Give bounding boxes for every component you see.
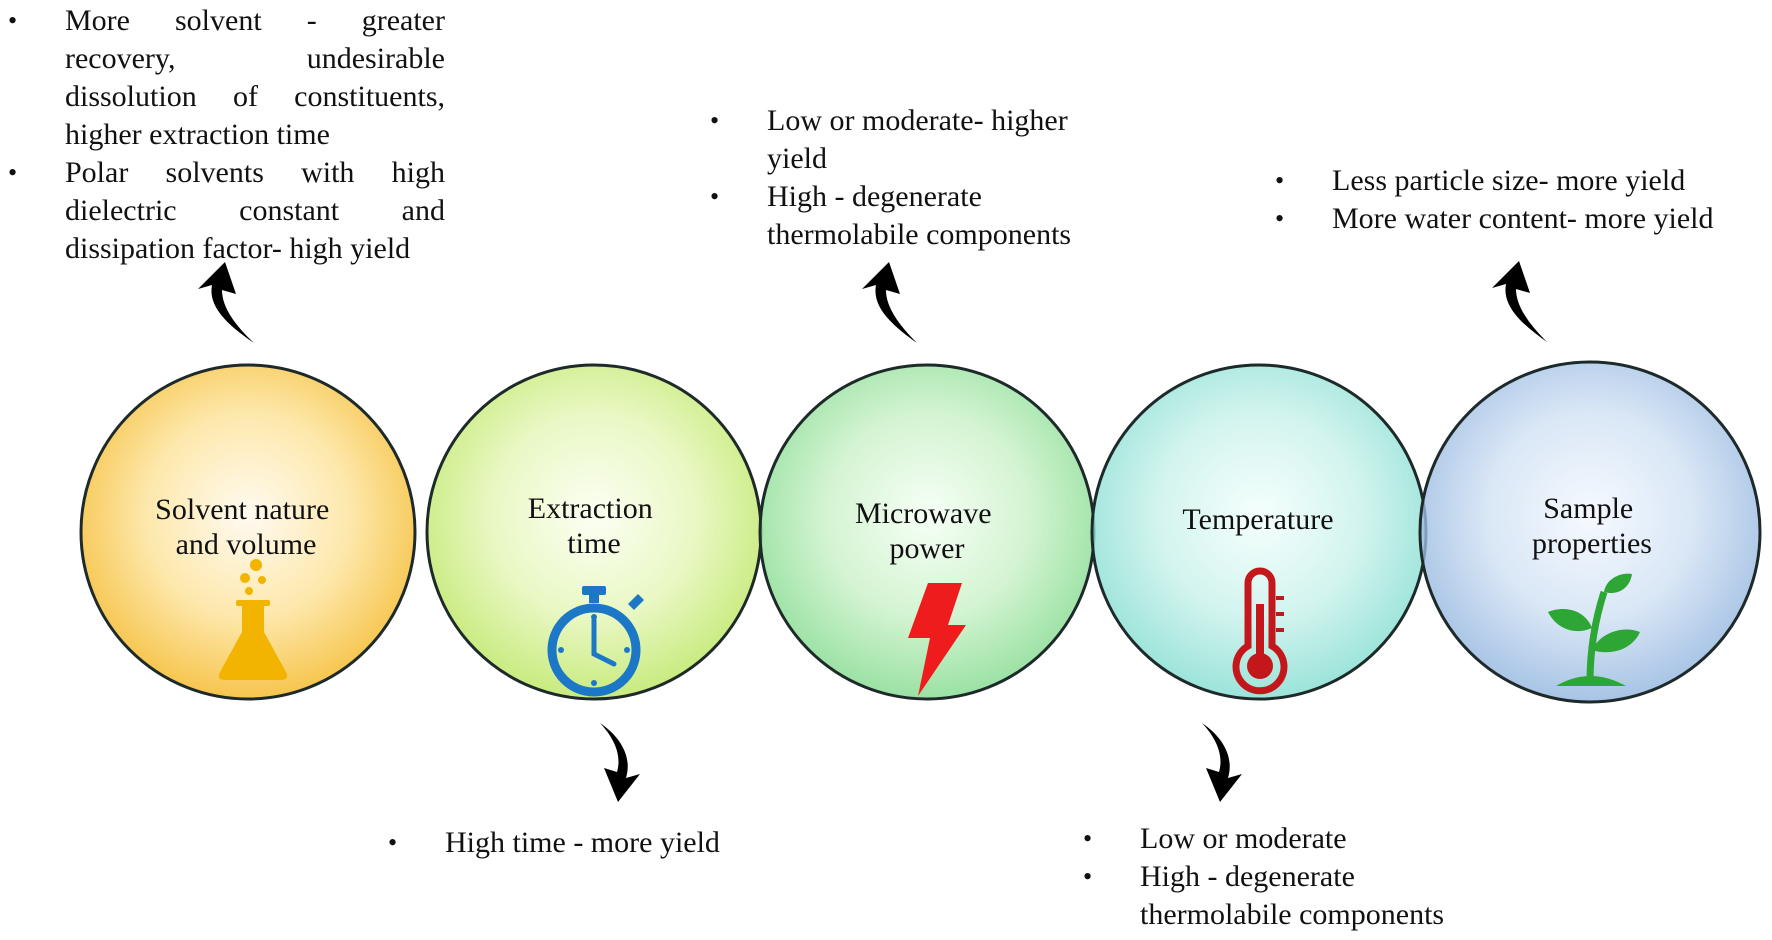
- factor-label-line: power: [890, 532, 965, 565]
- factor-label-solvent: Solvent nature and volume: [155, 493, 337, 561]
- notes-solvent: More solvent - greater recovery, undesir…: [8, 2, 445, 268]
- factor-label-line: and volume: [176, 528, 317, 561]
- list-item: Low or moderate- higher yield: [710, 102, 1110, 178]
- curved-arrow-up-icon: [1492, 261, 1547, 342]
- factor-label-line: Solvent nature: [155, 493, 329, 526]
- factor-label-line: Microwave: [855, 497, 992, 530]
- list-item: More water content- more yield: [1275, 200, 1771, 238]
- factor-circle-sample: [1418, 360, 1762, 704]
- thermometer-icon: [1232, 567, 1288, 695]
- factor-label-temperature: Temperature: [1182, 503, 1333, 536]
- curved-arrow-up-icon: [198, 262, 254, 343]
- notes-temperature: Low or moderate High - degenerate thermo…: [1083, 820, 1503, 934]
- factor-label-line: properties: [1532, 527, 1652, 560]
- stopwatch-icon: [547, 586, 644, 697]
- list-item: High - degenerate thermolabile component…: [710, 178, 1110, 254]
- plant-sprout-icon: [1548, 573, 1640, 686]
- notes-power: Low or moderate- higher yield High - deg…: [710, 102, 1110, 254]
- list-item: Low or moderate: [1083, 820, 1503, 858]
- list-item: High - degenerate thermolabile component…: [1083, 858, 1503, 934]
- factor-label-time: Extraction time: [528, 492, 660, 560]
- curved-arrow-up-icon: [862, 262, 917, 343]
- notes-time: High time - more yield: [388, 824, 808, 862]
- factor-circle-solvent: [79, 363, 417, 701]
- list-item: Polar solvents with high dielectric cons…: [8, 154, 445, 268]
- lightning-bolt-icon: [908, 583, 966, 696]
- factor-label-sample: Sample properties: [1532, 492, 1652, 560]
- flask-icon: [218, 559, 288, 680]
- factor-label-line: Extraction: [528, 492, 653, 525]
- list-item: More solvent - greater recovery, undesir…: [8, 2, 445, 154]
- list-item: High time - more yield: [388, 824, 808, 862]
- curved-arrow-down-icon: [1202, 723, 1242, 802]
- factor-label-power: Microwave power: [855, 497, 999, 565]
- list-item: Less particle size- more yield: [1275, 162, 1771, 200]
- curved-arrow-down-icon: [600, 723, 640, 802]
- notes-sample: Less particle size- more yield More wate…: [1275, 162, 1771, 238]
- factor-label-line: Sample: [1543, 492, 1633, 525]
- factor-label-line: Temperature: [1182, 503, 1333, 536]
- factor-label-line: time: [567, 527, 620, 560]
